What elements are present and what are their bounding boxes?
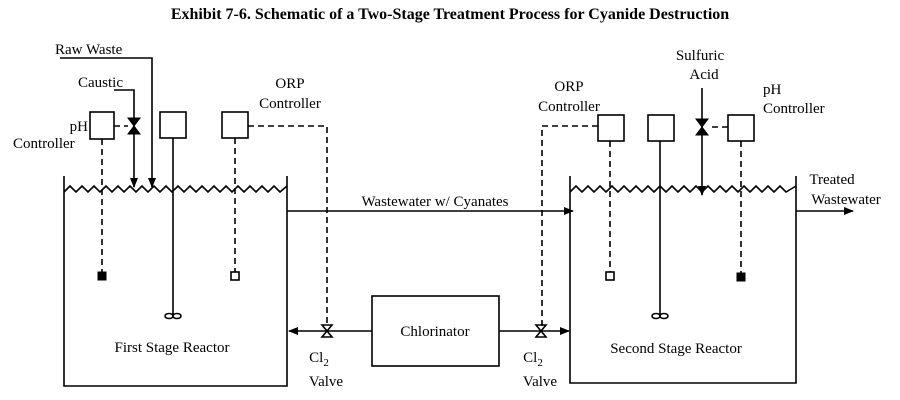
raw-waste-line: Raw Waste	[55, 42, 156, 188]
orp-probe-second-icon	[605, 271, 615, 281]
cl2-valve-label-second: Valve	[523, 374, 557, 390]
mixer-impeller-first-icon	[164, 312, 174, 320]
treated-label: Treated	[809, 172, 855, 188]
sulfuric-label: Sulfuric	[676, 48, 725, 64]
cl2-label-second: Cl2	[523, 350, 543, 369]
ph-controller-first: pH Controller	[13, 111, 128, 281]
chlorinator: Chlorinator	[288, 295, 570, 367]
ph-label-first: pH	[70, 119, 89, 135]
first-stage-reactor: First Stage Reactor	[63, 176, 288, 387]
orp-controller-label-second: Controller	[538, 99, 600, 115]
acid-label: Acid	[689, 67, 719, 83]
ph-probe-second-icon	[736, 272, 746, 282]
ph-probe-first-icon	[97, 271, 107, 281]
orp-controller-second: ORP Controller	[538, 79, 625, 328]
orp-controller-label-first: Controller	[259, 96, 321, 112]
ph-controller-second: pH Controller	[708, 82, 825, 282]
caustic-line: Caustic	[78, 75, 138, 188]
orp-probe-first-icon	[230, 271, 240, 281]
first-reactor-label: First Stage Reactor	[115, 340, 230, 356]
acid-valve-icon	[695, 118, 709, 136]
second-reactor-water-surface	[569, 184, 797, 194]
raw-waste-label: Raw Waste	[55, 42, 123, 58]
ph-controller-label-first: Controller	[13, 136, 75, 152]
treated-wastewater-outflow: Treated Wastewater	[796, 172, 881, 215]
cl2-valve-second-icon	[534, 324, 548, 338]
mixer-second	[647, 114, 675, 320]
first-reactor-water-surface	[63, 184, 288, 194]
diagram-title: Exhibit 7-6. Schematic of a Two-Stage Tr…	[171, 6, 729, 23]
caustic-valve-icon	[127, 117, 141, 135]
wastewater-cyanates-label: Wastewater w/ Cyanates	[361, 194, 508, 210]
cl2-label-first: Cl2	[309, 350, 329, 369]
ph-label-second: pH	[763, 82, 782, 98]
ph-controller-label-second: Controller	[763, 101, 825, 117]
wastewater-cyanates-flow: Wastewater w/ Cyanates	[287, 194, 574, 215]
sulfuric-acid-line: Sulfuric Acid	[676, 48, 725, 196]
cl2-valve-label-first: Valve	[309, 374, 343, 390]
cl2-valve-first-icon	[320, 324, 334, 338]
second-stage-reactor: Second Stage Reactor	[569, 176, 797, 384]
orp-label-first: ORP	[275, 76, 304, 92]
chlorinator-label: Chlorinator	[400, 324, 469, 340]
mixer-first	[159, 111, 187, 320]
orp-label-second: ORP	[554, 79, 583, 95]
mixer-impeller-second-icon	[651, 312, 661, 320]
orp-controller-first: ORP Controller	[221, 76, 328, 328]
treated-wastewater-label: Wastewater	[811, 192, 881, 208]
second-reactor-label: Second Stage Reactor	[610, 341, 742, 357]
caustic-label: Caustic	[78, 75, 123, 91]
